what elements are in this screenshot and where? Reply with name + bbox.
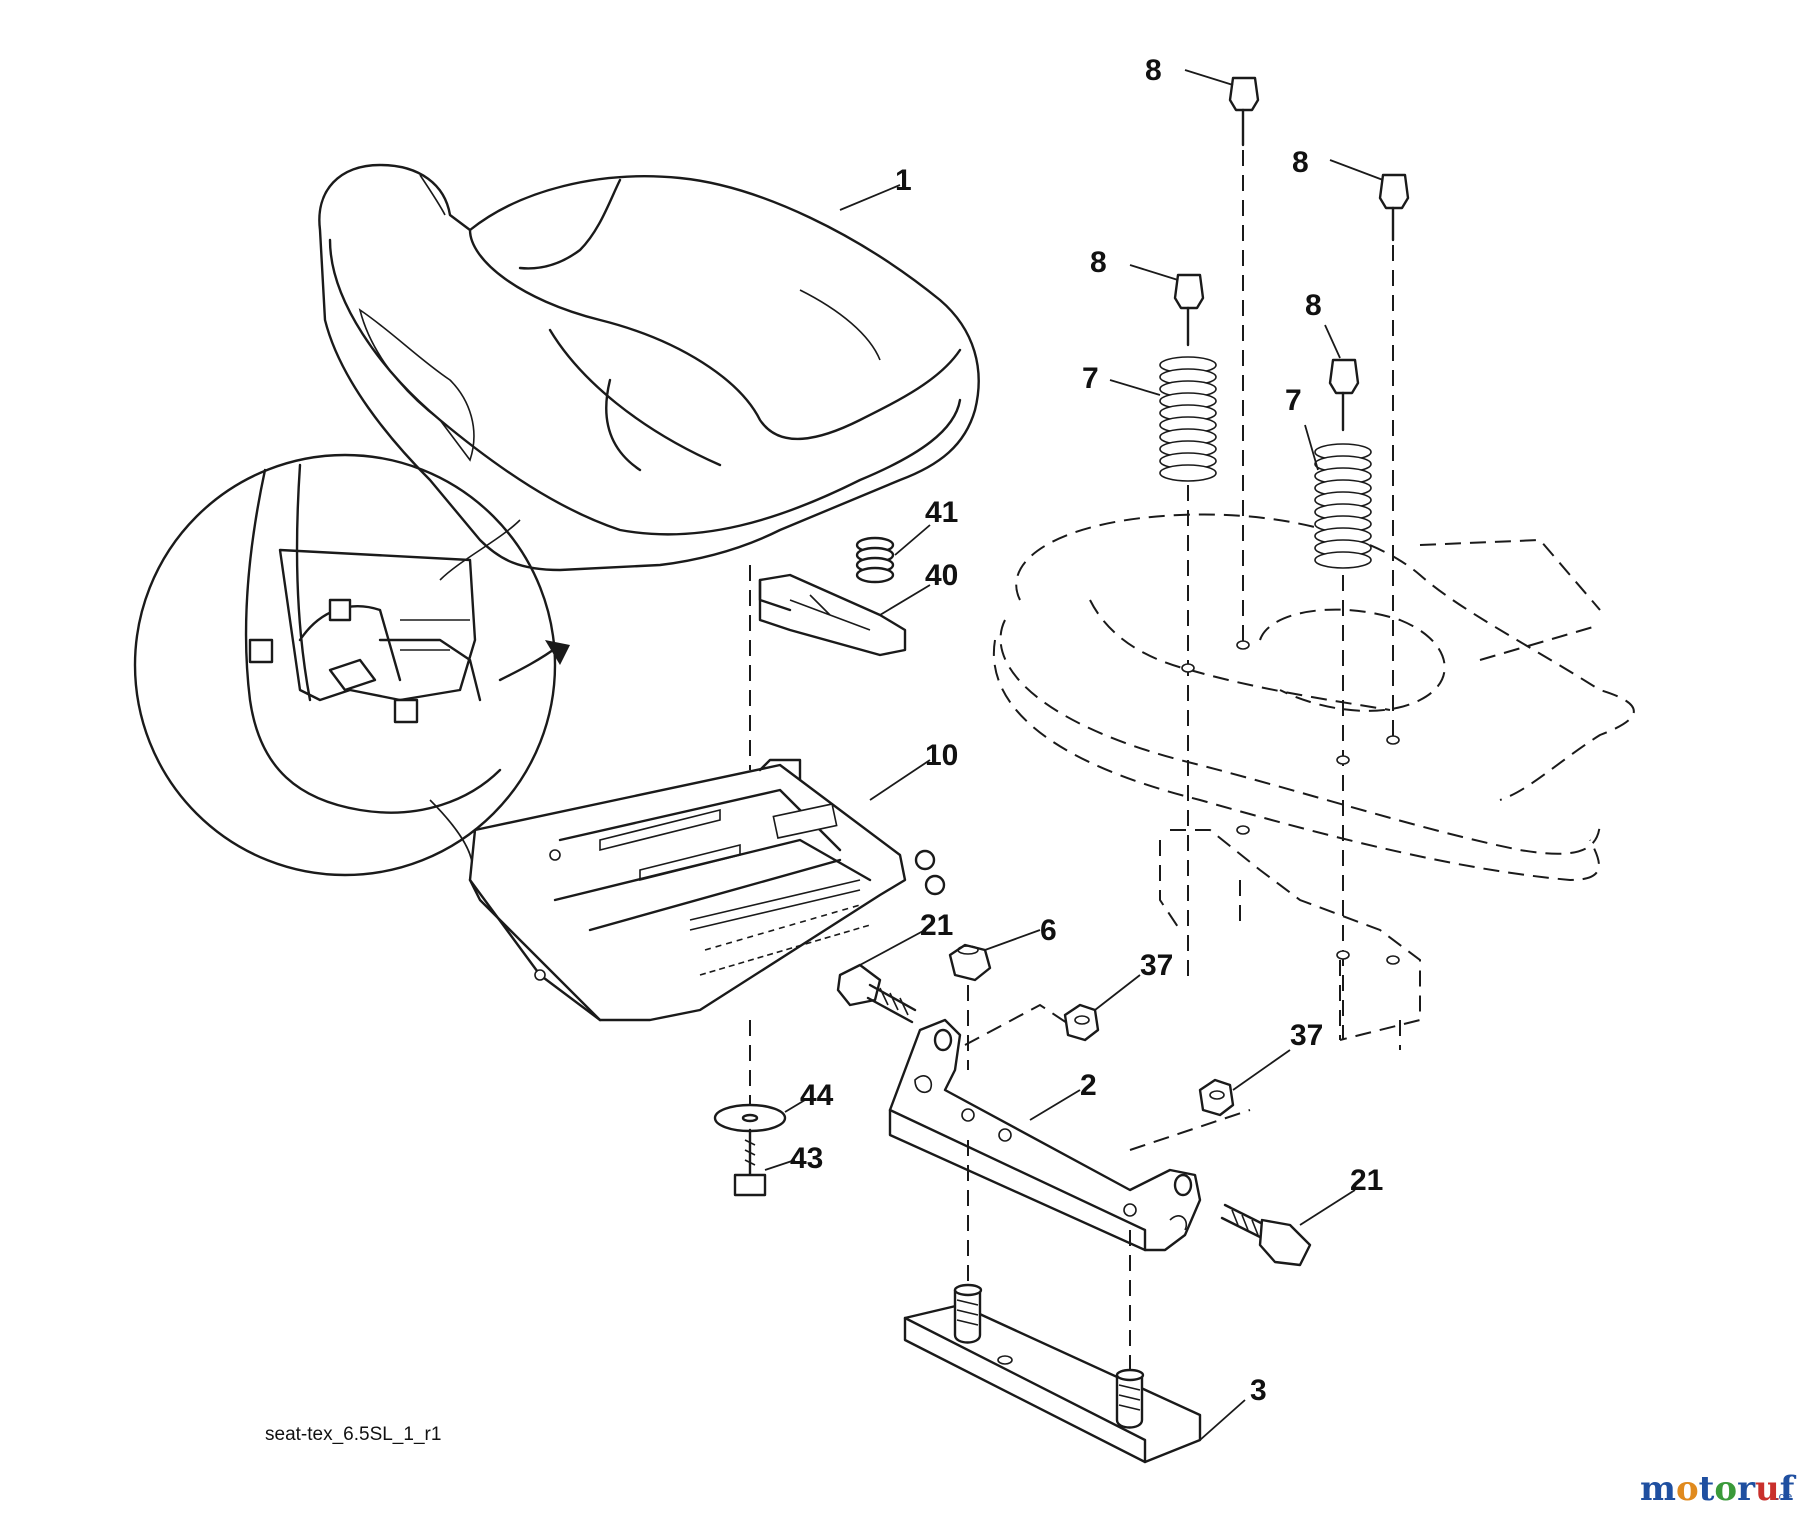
leader-41 [894,524,931,556]
callout-6: 6 [1040,914,1057,947]
nut-6 [948,943,992,982]
callout-40: 40 [925,559,958,592]
leader-3 [1199,1399,1246,1441]
leader-7b [1304,424,1319,471]
svg-text:.de: .de [1775,1490,1792,1503]
align-37a [964,1003,1071,1046]
callout-44: 44 [800,1079,834,1112]
callout-21a: 21 [920,909,953,942]
spring-41 [855,536,895,584]
bracket-40 [758,573,907,657]
leader-44 [784,1099,806,1113]
leader-8a [1184,69,1234,86]
bolt-8-a [1228,76,1260,147]
callout-37a: 37 [1140,949,1173,982]
plate-3 [903,1283,1202,1464]
bolt-8-d [1328,358,1360,432]
callout-41: 41 [925,496,958,529]
leader-37b [1232,1049,1291,1091]
callout-1: 1 [895,164,912,197]
bolt-21-right [1220,1203,1312,1267]
bolt-21-left [836,963,917,1024]
callout-3: 3 [1250,1374,1267,1407]
leader-8c [1129,264,1179,281]
bracket-2 [888,1018,1202,1252]
watermark-logo: motoruf .de [1640,1469,1797,1509]
callout-43-text: 43 [790,1142,823,1175]
leader-6 [984,929,1041,951]
bolt-8-c [1173,273,1205,347]
leader-43 [764,1159,796,1171]
bolt-43 [733,1128,767,1197]
callout-8a: 8 [1145,54,1162,87]
bolt-8-b [1378,173,1410,242]
callout-37b: 37 [1290,1019,1323,1052]
callout-2: 2 [1080,1069,1097,1102]
leader-40 [879,584,931,616]
callout-8c: 8 [1090,246,1107,279]
callout-7b-text: 7 [1285,384,1302,417]
leader-21a [859,929,926,966]
fender-outline [992,513,1635,1050]
leader-37a [1094,974,1141,1011]
leader-8b [1329,159,1384,181]
leader-10 [869,759,931,801]
fender-holes [1181,640,1400,965]
washer-44 [713,1103,787,1133]
spring-7-b [1314,443,1372,569]
spring-7-a [1159,356,1217,482]
nut-37-a [1063,1003,1100,1042]
leader-21b [1299,1189,1356,1226]
leader-7a [1109,379,1161,396]
callout-10: 10 [925,739,958,772]
callout-8d: 8 [1305,289,1322,322]
leader-8d [1324,324,1341,359]
drawing-code: seat-tex_6.5SL_1_r1 [265,1424,441,1445]
leader-2 [1029,1089,1081,1121]
svg-text:motoruf: motoruf [1640,1469,1797,1509]
leader-1 [839,184,901,211]
callout-21b: 21 [1350,1164,1383,1197]
seat-pan [468,758,946,1022]
align-37b [1129,1109,1251,1151]
callout-7a: 7 [1082,362,1099,395]
detail-magnifier [133,453,570,881]
callout-8b: 8 [1292,146,1309,179]
seat-cushion [318,163,980,572]
nut-37-b [1198,1078,1235,1117]
